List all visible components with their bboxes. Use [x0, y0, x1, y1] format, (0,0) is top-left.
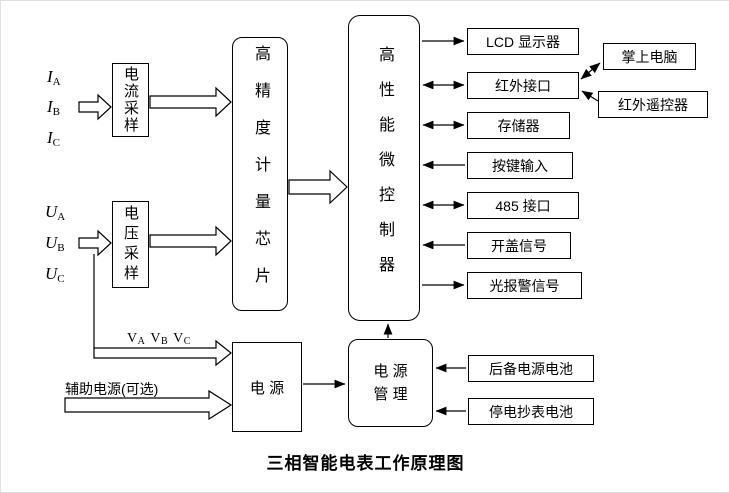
label-current-phase-a: IA	[47, 67, 61, 88]
block-light-alarm-signal: 光报警信号	[467, 272, 582, 299]
block-outage-reading-battery-label: 停电抄表电池	[489, 403, 573, 420]
block-485-interface-label: 485 接口	[495, 197, 551, 214]
arrow-aux-power-to-power	[64, 389, 233, 421]
arrow-phase-voltage-to-power	[93, 339, 232, 367]
label-phase-voltages: VA VB VC	[127, 331, 191, 347]
block-outage-reading-battery: 停电抄表电池	[468, 398, 594, 425]
block-ir-remote-control: 红外遥控器	[598, 91, 708, 118]
label-voltage-phase-c: UC	[45, 264, 65, 285]
block-metering-chip: 高精度计量芯片	[232, 37, 288, 311]
arrow-current-to-chip	[149, 86, 232, 118]
block-metering-chip-label: 高精度计量芯片	[252, 44, 269, 304]
block-lcd-display: LCD 显示器	[467, 28, 579, 55]
block-ir-interface-label: 红外接口	[495, 77, 551, 94]
arrow-current-input	[78, 93, 112, 121]
block-voltage-sampling-label: 电压采样	[122, 204, 139, 285]
label-current-phase-c: IC	[47, 128, 61, 149]
block-light-alarm-signal-label: 光报警信号	[489, 277, 560, 294]
block-power-management-label: 电 源 管 理	[373, 363, 408, 403]
block-power-management: 电 源 管 理	[348, 339, 433, 427]
label-voltage-phase-a: UA	[45, 202, 66, 223]
diagram-title: 三相智能电表工作原理图	[266, 454, 465, 473]
block-memory-label: 存储器	[497, 117, 540, 134]
arrow-remote-to-ir	[581, 90, 599, 102]
block-ir-interface: 红外接口	[467, 72, 579, 99]
label-aux-power: 辅助电源(可选)	[65, 381, 159, 397]
label-current-phase-b: IB	[47, 97, 61, 118]
block-memory: 存储器	[467, 112, 570, 139]
arrow-voltage-to-chip	[149, 225, 232, 257]
block-palmtop-computer-label: 掌上电脑	[621, 48, 678, 65]
label-phase-voltage-a: VA	[127, 331, 146, 347]
block-backup-battery: 后备电源电池	[468, 355, 594, 382]
block-voltage-sampling: 电压采样	[112, 201, 149, 288]
block-palmtop-computer: 掌上电脑	[603, 43, 696, 70]
arrow-ir-to-palmtop	[580, 62, 601, 80]
block-cover-open-signal-label: 开盖信号	[491, 237, 547, 254]
block-keypad-input-label: 按键输入	[492, 157, 548, 174]
label-phase-voltage-c: VC	[173, 331, 191, 347]
block-lcd-display-label: LCD 显示器	[486, 33, 560, 50]
block-backup-battery-label: 后备电源电池	[489, 360, 573, 377]
block-power-supply: 电 源	[232, 342, 302, 432]
block-mcu: 高性能微控制器	[348, 15, 420, 321]
arrow-chip-to-mcu	[288, 169, 348, 205]
block-485-interface: 485 接口	[467, 192, 579, 219]
block-current-sampling: 电流采样	[112, 63, 149, 137]
block-keypad-input: 按键输入	[467, 152, 573, 179]
block-cover-open-signal: 开盖信号	[467, 232, 571, 259]
block-power-supply-label: 电 源	[249, 379, 285, 397]
block-mcu-label: 高性能微控制器	[376, 45, 393, 291]
label-phase-voltage-b: VB	[150, 331, 169, 347]
arrow-voltage-input	[78, 229, 112, 257]
block-ir-remote-control-label: 红外遥控器	[618, 96, 688, 113]
label-voltage-phase-b: UB	[45, 233, 65, 254]
block-current-sampling-label: 电流采样	[122, 66, 139, 134]
